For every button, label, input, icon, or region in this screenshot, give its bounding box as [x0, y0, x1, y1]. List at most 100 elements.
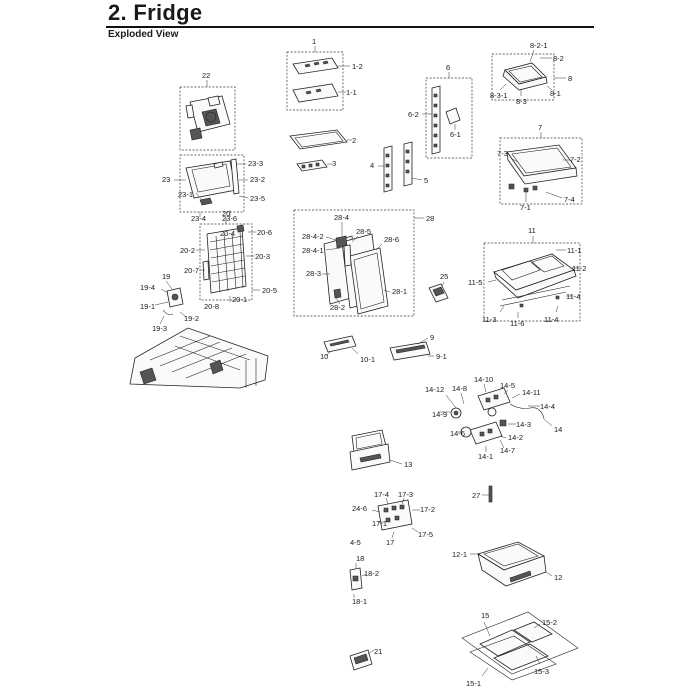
- part-5-shape: [403, 141, 413, 187]
- label: 15: [481, 611, 489, 620]
- part-14-group: [438, 383, 553, 452]
- part-13-group: [349, 429, 403, 471]
- label: 23-2: [250, 175, 265, 184]
- part-17-group: [371, 497, 420, 539]
- label: 8-2: [553, 54, 564, 63]
- section-subtitle: Exploded View: [108, 29, 179, 40]
- label: 28-3: [306, 269, 321, 278]
- label: 11-6: [510, 319, 524, 328]
- label: 12-1: [452, 550, 467, 559]
- label: 14-9: [432, 410, 447, 419]
- label: 15-2: [542, 618, 557, 627]
- part-10-group: [323, 335, 359, 357]
- part-22-group: [179, 80, 236, 151]
- label: 8-3: [516, 97, 527, 106]
- part-28-group: [293, 209, 424, 317]
- part-12-group: [470, 541, 553, 587]
- part-1-box: [286, 51, 344, 111]
- part-20-group: [196, 218, 260, 302]
- part-28-box: [293, 209, 415, 317]
- label: 23-4: [191, 214, 206, 223]
- label: 20-7: [184, 266, 199, 275]
- part-22-box: [179, 86, 236, 151]
- label: 11-2: [572, 264, 586, 273]
- label: 20-5: [262, 286, 277, 295]
- part-11-group: [483, 236, 581, 322]
- label: 11-4: [566, 292, 580, 301]
- part-9-group: [389, 337, 434, 361]
- label: 28-4: [334, 213, 349, 222]
- part-27-group: [482, 485, 493, 503]
- label: 9: [430, 333, 434, 342]
- label: 28-6: [384, 235, 399, 244]
- label: 20-1: [232, 295, 247, 304]
- label: 19-3: [152, 324, 167, 333]
- label: 11-4: [544, 315, 558, 324]
- part-7-group: [499, 132, 583, 205]
- label: 14-11: [522, 388, 541, 397]
- label: 11: [528, 226, 536, 235]
- rails-4-5: [378, 141, 423, 193]
- label: 4: [370, 161, 374, 170]
- part-23-box: [179, 154, 245, 213]
- label: 14-4: [540, 402, 555, 411]
- label: 28-5: [356, 227, 371, 236]
- label: 1-1: [346, 88, 357, 97]
- label: 8-1: [550, 89, 561, 98]
- label: 18-2: [364, 569, 379, 578]
- label: 14-5: [500, 381, 515, 390]
- part-2-group: [289, 129, 352, 172]
- label: 7: [538, 123, 542, 132]
- cabinet-shape: [129, 327, 269, 389]
- section-title: 2. Fridge: [108, 0, 203, 25]
- label: 14-12: [425, 385, 444, 394]
- part-4-shape: [383, 145, 393, 193]
- part-1-2-shape: [292, 57, 339, 75]
- label: 8-2-1: [530, 41, 548, 50]
- label: 20: [222, 209, 230, 218]
- label: 11-3: [482, 315, 496, 324]
- part-6-group: [422, 72, 473, 159]
- label: 13: [404, 460, 412, 469]
- label: 28-4-1: [302, 246, 324, 255]
- label: 19-2: [184, 314, 199, 323]
- label: 12: [554, 573, 562, 582]
- label: 14-8: [452, 384, 467, 393]
- label: 7-3: [497, 149, 508, 158]
- label: 23-6: [222, 214, 237, 223]
- label: 15-3: [534, 667, 549, 676]
- callout-labels: 1 1-2 1-1 2 3 4 5 6 6-2 6-1 8-2-1 8-2 8 …: [140, 37, 586, 688]
- label: 14: [554, 425, 562, 434]
- part-19-group: [154, 280, 187, 325]
- label: 20-8: [204, 302, 219, 311]
- cabinet-partial: [129, 327, 269, 389]
- part-8-group: [491, 49, 566, 101]
- label: 17-2: [420, 505, 435, 514]
- label: 23-5: [250, 194, 265, 203]
- label: 17-1: [372, 519, 387, 528]
- label: 28-4-2: [302, 232, 324, 241]
- part-25-group: [428, 281, 449, 303]
- label: 18-1: [352, 597, 367, 606]
- label: 27: [472, 491, 480, 500]
- label: 9-1: [436, 352, 447, 361]
- label: 10-1: [360, 355, 375, 364]
- part-23-group: [174, 154, 249, 217]
- label: 7-4: [564, 195, 575, 204]
- part-27-shape: [488, 485, 493, 503]
- label: 5: [424, 176, 428, 185]
- label: 22: [202, 71, 210, 80]
- label: 25: [440, 272, 448, 281]
- label: 28-2: [330, 303, 345, 312]
- part-11-box: [483, 242, 581, 322]
- label: 1: [312, 37, 316, 46]
- label: 14-2: [508, 433, 523, 442]
- label: 14-7: [500, 446, 515, 455]
- label: 23-1: [178, 190, 193, 199]
- part-15-shape: [479, 629, 531, 657]
- title-rule: [106, 26, 594, 28]
- label: 7-2: [570, 155, 581, 164]
- label: 10: [320, 352, 328, 361]
